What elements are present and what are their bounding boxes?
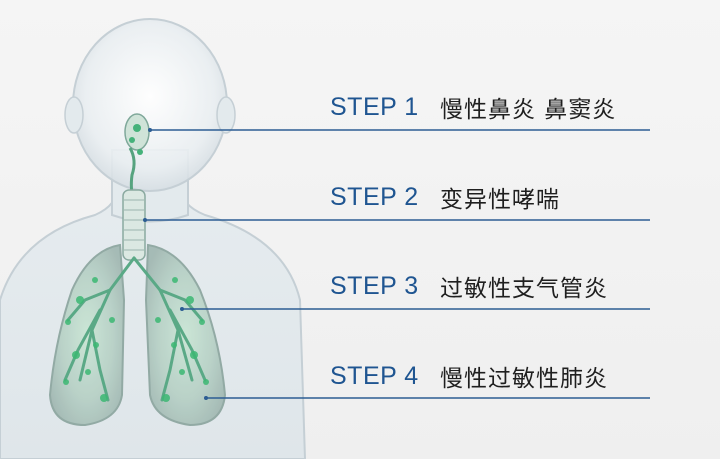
bronchial-tree: [63, 256, 207, 402]
step-1-text: 慢性鼻炎 鼻窦炎: [440, 97, 617, 123]
step-4: STEP 4 慢性过敏性肺炎: [330, 361, 608, 393]
step-4-text: 慢性过敏性肺炎: [440, 366, 608, 392]
step-1-label: STEP 1: [330, 92, 419, 121]
step-3-label: STEP 3: [330, 271, 419, 300]
step-4-label: STEP 4: [330, 361, 419, 390]
step-3-text: 过敏性支气管炎: [440, 276, 608, 302]
leader-lines: [145, 129, 650, 399]
step-1: STEP 1 慢性鼻炎 鼻窦炎: [330, 92, 617, 124]
step-2: STEP 2 变异性哮喘: [330, 182, 560, 214]
head-outline: [72, 18, 228, 192]
step-2-label: STEP 2: [330, 182, 419, 211]
step-2-text: 变异性哮喘: [440, 187, 560, 213]
step-3: STEP 3 过敏性支气管炎: [330, 271, 608, 303]
